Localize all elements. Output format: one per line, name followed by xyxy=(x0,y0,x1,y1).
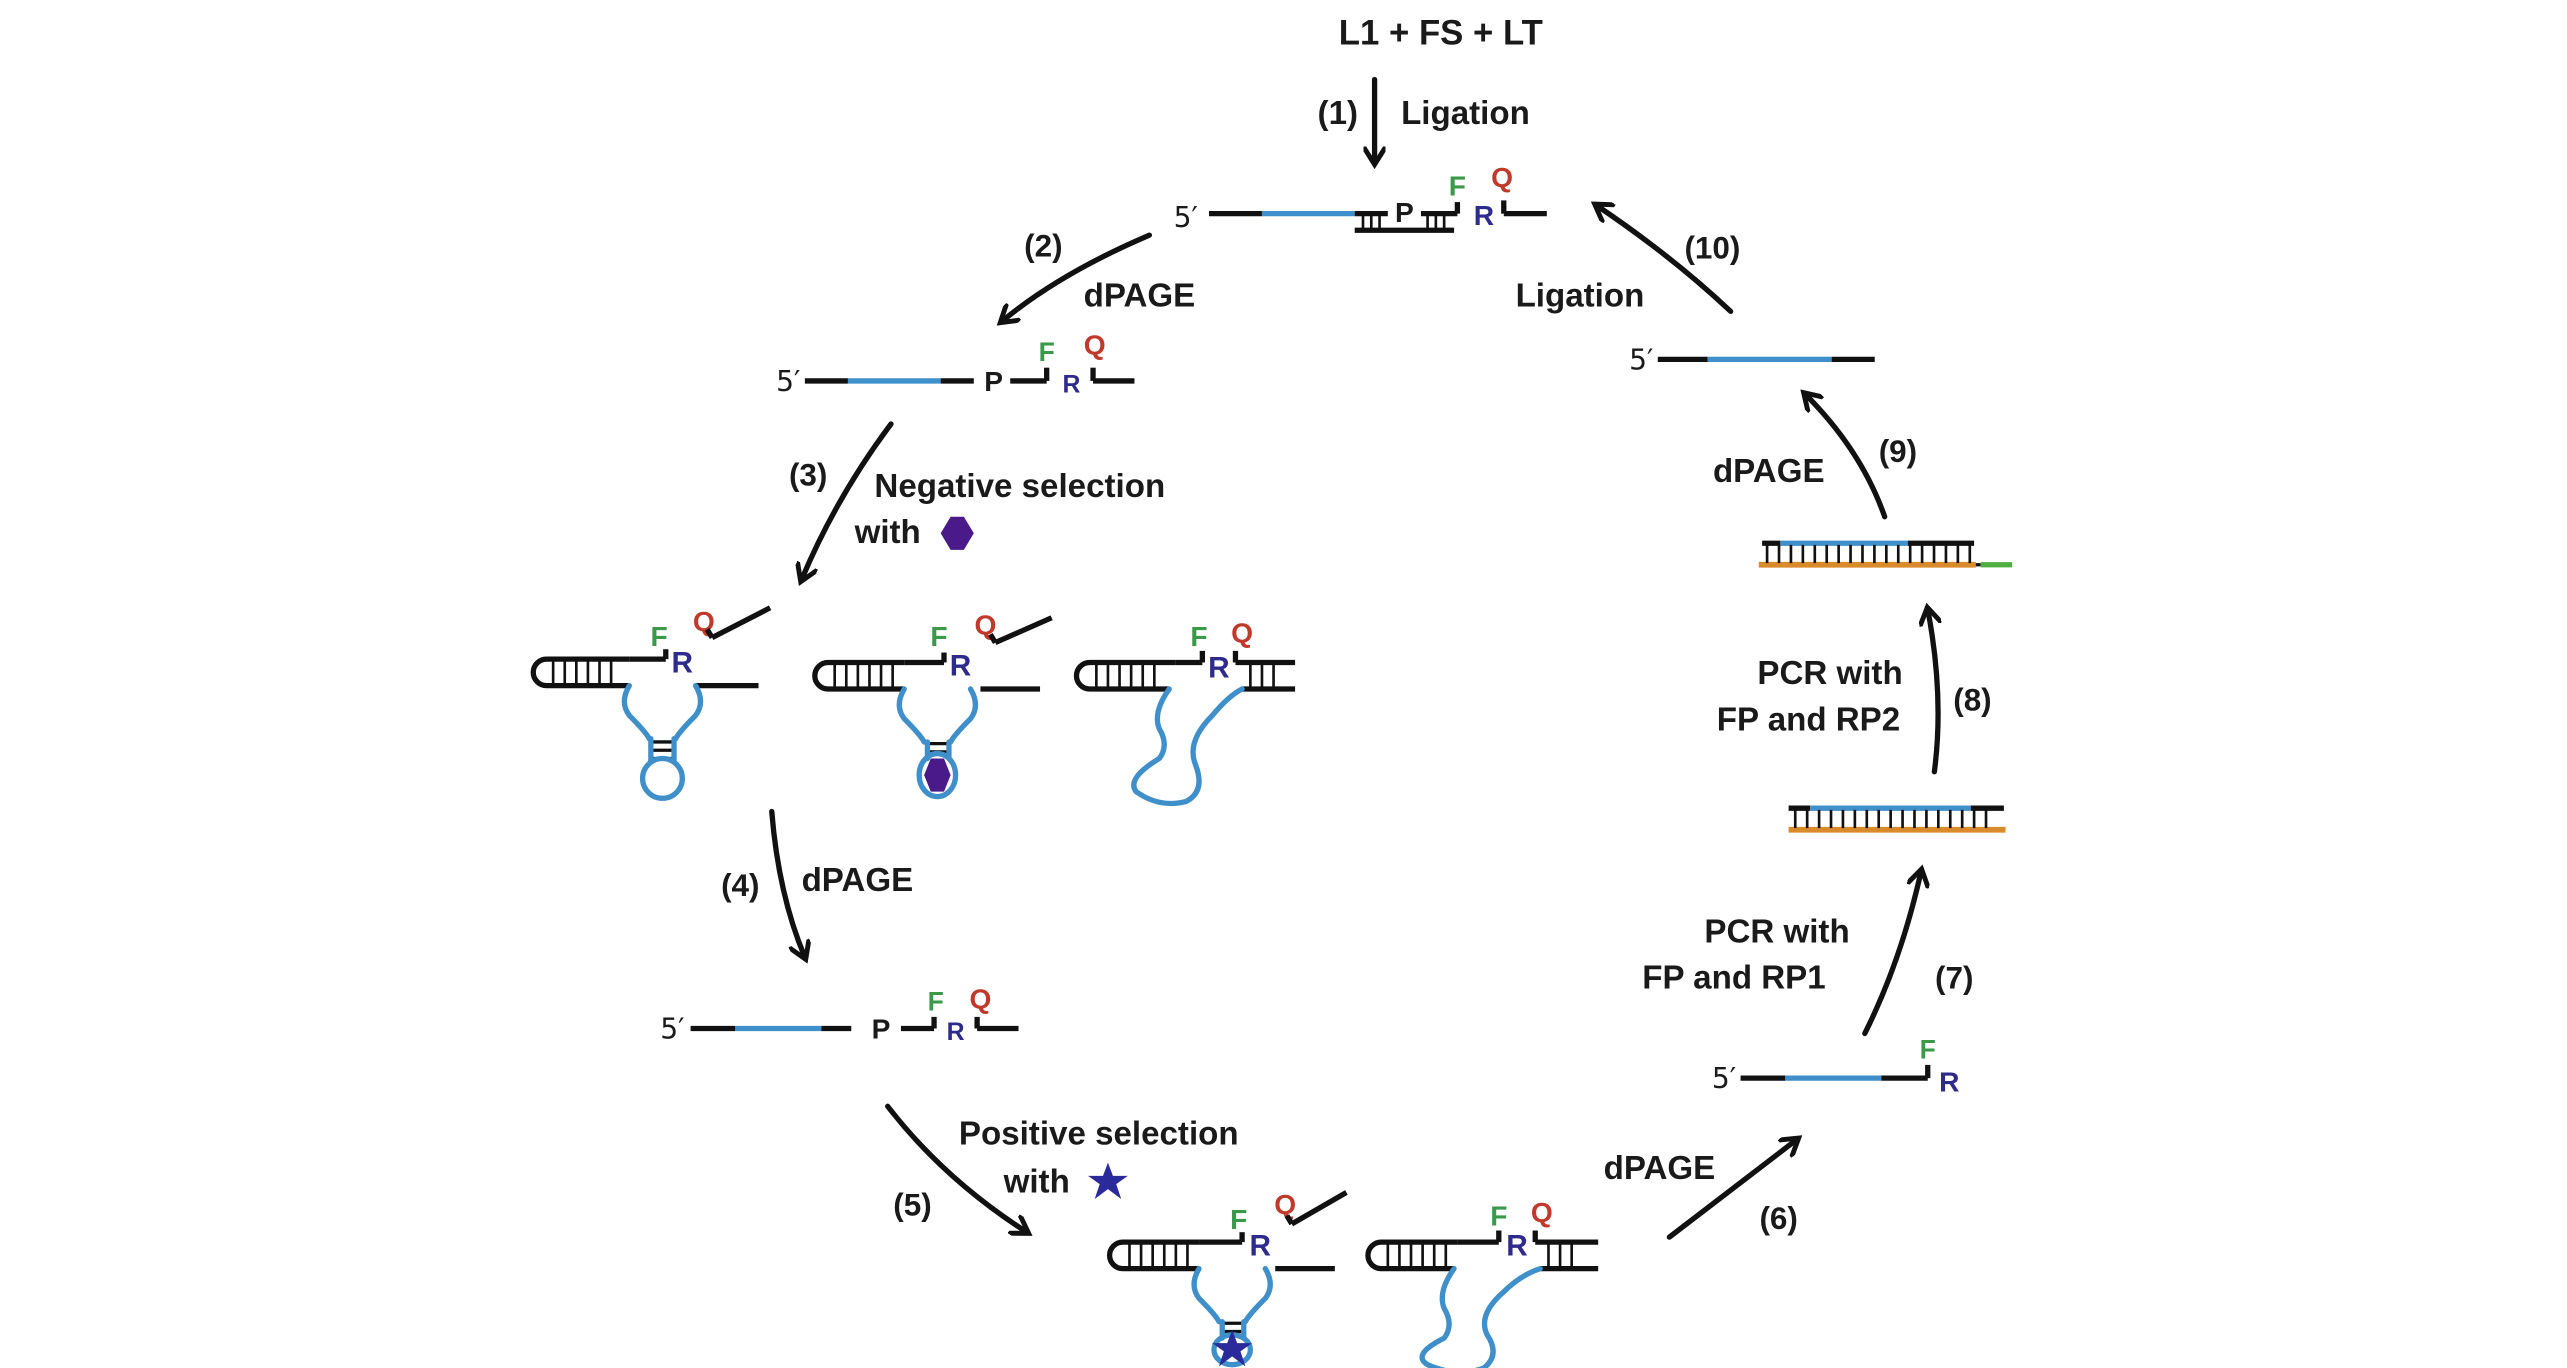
R-label: R xyxy=(672,646,694,679)
F-label: F xyxy=(1039,337,1055,367)
F-label: F xyxy=(1920,1034,1936,1064)
P-label: P xyxy=(984,366,1003,397)
step-7-label-line1: PCR with xyxy=(1704,913,1849,950)
step-9-label: dPAGE xyxy=(1713,453,1825,490)
step-3-label-line2: with xyxy=(854,514,921,551)
R-label: R xyxy=(1208,651,1230,684)
step-10-label: Ligation xyxy=(1516,277,1645,314)
F-label: F xyxy=(930,621,947,652)
folded-aptamer-unbound: F R Q xyxy=(530,605,772,801)
library-strand: 5′ xyxy=(1629,343,1875,376)
R-label: R xyxy=(950,650,972,683)
star-bound-icon xyxy=(1212,1329,1253,1367)
F-label: F xyxy=(1449,170,1466,201)
Q-label: Q xyxy=(1084,329,1106,360)
cleaved-product: 5′ F R xyxy=(1712,1034,1960,1097)
step-7-label-line2: FP and RP1 xyxy=(1642,960,1825,997)
five-prime-label: 5′ xyxy=(660,1012,684,1045)
step-8-arrow xyxy=(1928,609,1938,775)
Q-label: Q xyxy=(1231,618,1253,649)
step-3-number: (3) xyxy=(789,457,827,492)
folded-aptamer-bound-positive-target: F R Q xyxy=(1106,1189,1348,1368)
P-label: P xyxy=(1395,197,1414,228)
step-4-number: (4) xyxy=(721,868,759,903)
R-label: R xyxy=(1250,1229,1272,1262)
step-2-label: dPAGE xyxy=(1084,277,1196,314)
step-5-arrow xyxy=(885,1103,1027,1232)
step-5-number: (5) xyxy=(893,1188,931,1223)
step-2-arrow xyxy=(1002,232,1153,321)
Q-label: Q xyxy=(969,984,991,1015)
Q-label: Q xyxy=(974,609,996,640)
purified-construct-2: 5′ P F R Q xyxy=(660,984,1019,1046)
F-label: F xyxy=(1230,1204,1247,1235)
step-1-number: (1) xyxy=(1318,95,1358,132)
pcr-product-1 xyxy=(1788,805,2006,833)
R-label: R xyxy=(1939,1066,1959,1097)
step-6-label: dPAGE xyxy=(1604,1150,1716,1187)
step-7-arrow xyxy=(1862,871,1921,1037)
Q-label: Q xyxy=(1491,162,1513,193)
step-9-arrow xyxy=(1805,394,1888,520)
R-label: R xyxy=(1474,200,1494,231)
step-7-number: (7) xyxy=(1935,961,1973,996)
purified-construct-1: 5′ P F R Q xyxy=(776,329,1135,399)
F-label: F xyxy=(651,621,668,652)
step-10-arrow xyxy=(1597,205,1734,315)
ligated-construct: 5′ P F R Q xyxy=(1174,162,1547,234)
five-prime-label: 5′ xyxy=(1712,1062,1736,1095)
star-positive-target-icon xyxy=(1088,1162,1128,1200)
folded-aptamer-bound-negative-target: F R Q xyxy=(812,609,1053,800)
step-2-number: (2) xyxy=(1024,229,1062,264)
hexagon-negative-target-icon xyxy=(940,516,974,550)
F-label: F xyxy=(928,986,944,1016)
step-5-label-line1: Positive selection xyxy=(959,1115,1239,1152)
five-prime-label: 5′ xyxy=(1629,343,1653,376)
step-8-number: (8) xyxy=(1953,682,1991,717)
step-1-label: Ligation xyxy=(1401,95,1530,132)
Q-label: Q xyxy=(1274,1189,1296,1220)
step-4-arrow xyxy=(769,808,805,958)
step-10-number: (10) xyxy=(1684,230,1740,265)
pcr-product-2 xyxy=(1758,540,2013,568)
step-6-number: (6) xyxy=(1759,1201,1797,1236)
R-label: R xyxy=(947,1019,965,1046)
step-9-number: (9) xyxy=(1879,434,1917,469)
five-prime-label: 5′ xyxy=(776,365,800,398)
hexagon-bound-icon xyxy=(924,758,951,792)
step-8-label-line2: FP and RP2 xyxy=(1717,701,1900,738)
step-6-arrow xyxy=(1666,1139,1797,1240)
title-reactants: L1 + FS + LT xyxy=(1339,15,1543,53)
step-4-label: dPAGE xyxy=(802,862,914,899)
Q-label: Q xyxy=(1531,1197,1553,1228)
F-label: F xyxy=(1490,1201,1507,1232)
step-5-label-line2: with xyxy=(1003,1163,1070,1200)
step-8-label-line1: PCR with xyxy=(1757,655,1902,692)
step-3-label-line1: Negative selection xyxy=(874,468,1165,505)
five-prime-label: 5′ xyxy=(1174,201,1198,234)
hybridized-construct-C: F R Q xyxy=(1073,618,1296,807)
P-label: P xyxy=(872,1013,891,1044)
F-label: F xyxy=(1190,621,1207,652)
R-label: R xyxy=(1063,372,1081,399)
R-label: R xyxy=(1506,1229,1528,1262)
base-pairs xyxy=(1361,213,1446,231)
step-3-arrow xyxy=(802,421,894,580)
hybridized-construct-positive: F R Q xyxy=(1365,1197,1599,1368)
